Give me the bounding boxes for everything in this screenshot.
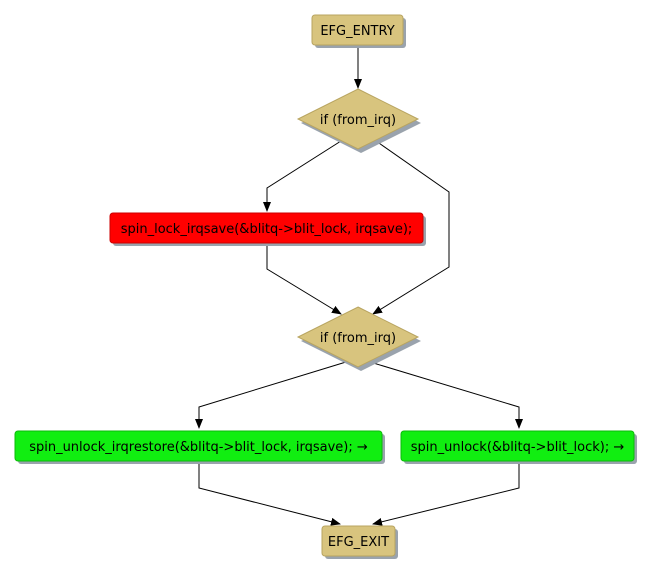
exit-node: EFG_EXIT	[321, 525, 398, 559]
edge-lock-to-decision2	[266, 245, 342, 315]
unlock-node: spin_unlock(&blitq->blit_lock); →	[400, 430, 637, 464]
lock-node-label: spin_lock_irqsave(&blitq->blit_lock, irq…	[121, 222, 413, 237]
decision2-node-diamond	[296, 306, 420, 368]
unlock-irqrestore-node-box	[14, 430, 383, 462]
entry-node-box	[311, 14, 404, 46]
unlock-node-label: spin_unlock(&blitq->blit_lock); →	[411, 440, 625, 455]
edges	[195, 46, 523, 526]
unlock-irqrestore-node-label: spin_unlock_irqrestore(&blitq->blit_lock…	[29, 440, 368, 455]
lock-node-box	[109, 212, 424, 244]
exit-node-box	[321, 525, 396, 557]
exit-node-label: EFG_EXIT	[328, 535, 389, 550]
entry-node: EFG_ENTRY	[311, 14, 406, 48]
edge-decision1-to-decision2	[372, 140, 450, 315]
unlock-node-box	[400, 430, 635, 462]
decision2-node-label: if (from_irq)	[320, 331, 396, 346]
decision1-node-label: if (from_irq)	[320, 113, 396, 128]
edge-unlock-to-exit	[372, 463, 520, 526]
edge-unlock-irqrestore-to-exit	[198, 463, 341, 526]
entry-node-label: EFG_ENTRY	[320, 24, 394, 39]
edge-decision2-to-unlock-irqrestore	[195, 361, 347, 429]
edge-decision2-to-unlock	[369, 361, 523, 429]
decision2-node: if (from_irq)	[296, 306, 421, 371]
edge-decision1-to-lock	[263, 140, 342, 212]
decision1-node: if (from_irq)	[296, 88, 421, 153]
decision1-node-diamond	[296, 88, 420, 150]
unlock-irqrestore-node: spin_unlock_irqrestore(&blitq->blit_lock…	[14, 430, 385, 464]
lock-node: spin_lock_irqsave(&blitq->blit_lock, irq…	[109, 212, 426, 246]
